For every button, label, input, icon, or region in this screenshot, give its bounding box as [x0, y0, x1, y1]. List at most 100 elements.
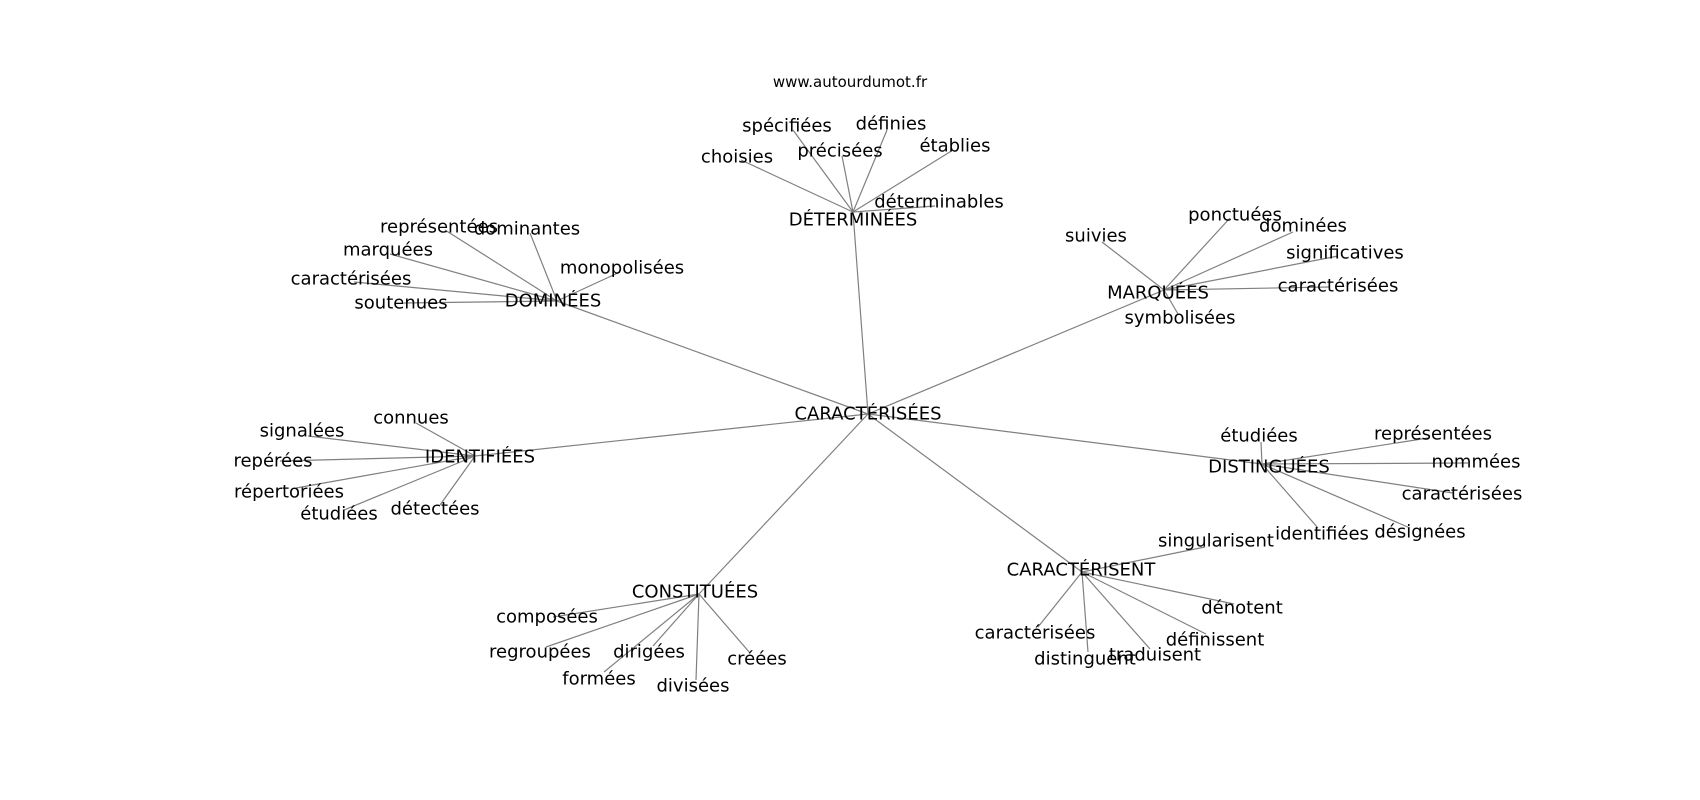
edge-center-to-identifiees — [474, 413, 869, 457]
hub-node-label-constituees: CONSTITUÉES — [632, 581, 758, 603]
edge-determinees-leaf — [852, 129, 888, 213]
edge-constituees-leaf — [603, 593, 700, 673]
edge-identifiees-leaf — [279, 455, 476, 462]
hub-node-label-caracterisent: CARACTÉRISENT — [1007, 559, 1157, 581]
edge-determinees-leaf — [792, 129, 854, 213]
edge-distinguees-leaf — [1260, 441, 1263, 465]
leaf-node-label: définies — [856, 114, 927, 135]
edge-marquees-leaf — [1163, 231, 1294, 291]
leaf-node-label: divisées — [657, 676, 730, 697]
leaf-node-label: précisées — [797, 141, 882, 162]
edge-identifiees-leaf — [343, 455, 476, 511]
edge-distinguees-leaf — [1261, 463, 1411, 529]
leaf-node-label: ponctuées — [1188, 205, 1282, 226]
edge-determinees-leaf — [852, 149, 954, 213]
leaf-node-label: composées — [496, 607, 598, 628]
leaf-node-label: marquées — [343, 240, 433, 261]
edge-center-to-constituees — [698, 413, 869, 595]
edge-determinees-leaf — [740, 159, 854, 213]
edge-identifiees-leaf — [439, 455, 476, 506]
edge-dominees-leaf — [403, 300, 558, 304]
graph-labels: www.autourdumot.fr CARACTÉRISÉES spécifié… — [233, 73, 1522, 697]
edge-distinguees-leaf — [1261, 463, 1319, 529]
leaf-node-label: formées — [562, 669, 636, 690]
leaf-node-label: caractérisées — [291, 269, 412, 290]
edge-center-to-caracterisent — [867, 413, 1083, 573]
edge-dominees-leaf — [529, 232, 558, 302]
edge-caracterisent-leaf — [1037, 571, 1083, 628]
edge-marquees-leaf — [1163, 286, 1331, 291]
edge-determinees-leaf — [841, 155, 854, 213]
edge-caracterisent-leaf — [1081, 571, 1089, 653]
leaf-node-label: regroupées — [489, 642, 591, 663]
leaf-node-label: étudiées — [1220, 426, 1298, 447]
leaf-node-label: suivies — [1065, 226, 1127, 247]
edge-caracterisent-leaf — [1081, 546, 1206, 573]
leaf-node-label: définissent — [1166, 630, 1265, 651]
leaf-node-label: dominées — [1259, 216, 1347, 237]
edge-distinguees-leaf — [1261, 437, 1429, 465]
edge-marquees-leaf — [1163, 217, 1231, 291]
leaf-node-label: repérées — [233, 451, 312, 472]
edge-identifiees-leaf — [415, 422, 476, 457]
edge-distinguees-leaf — [1261, 462, 1469, 465]
edge-identifiees-leaf — [295, 455, 476, 489]
edge-distinguees-leaf — [1261, 463, 1454, 494]
edge-dominees-leaf — [389, 253, 558, 302]
edge-center-to-distinguees — [867, 413, 1263, 465]
leaf-node-label: dominantes — [474, 219, 580, 240]
leaf-node-label: dirigées — [613, 642, 685, 663]
leaf-node-label: monopolisées — [560, 258, 684, 279]
edge-marquees-leaf — [1163, 255, 1339, 291]
edge-caracterisent-leaf — [1081, 571, 1207, 635]
edge-dominees-leaf — [353, 281, 558, 302]
leaf-node-label: déterminables — [874, 192, 1004, 213]
edge-dominees-leaf — [556, 271, 621, 302]
graph-edges — [279, 129, 1469, 681]
leaf-node-label: singularisent — [1158, 531, 1274, 552]
hub-node-label-marquees: MARQUÉES — [1107, 282, 1209, 304]
leaf-node-label: signalées — [260, 421, 345, 442]
edge-constituees-leaf — [652, 593, 700, 647]
leaf-node-label: caractérisées — [1402, 484, 1523, 505]
edge-constituees-leaf — [695, 593, 700, 681]
watermark-text: www.autourdumot.fr — [773, 73, 928, 91]
edge-constituees-leaf — [698, 593, 751, 654]
edge-center-to-determinees — [852, 211, 869, 415]
edge-constituees-leaf — [552, 593, 700, 618]
leaf-node-label: spécifiées — [742, 116, 832, 137]
leaf-node-label: soutenues — [354, 293, 447, 314]
leaf-node-label: nommées — [1431, 452, 1520, 473]
leaf-node-label: caractérisées — [975, 623, 1096, 644]
leaf-node-label: symbolisées — [1125, 308, 1236, 329]
hub-node-label-dominees: DOMINÉES — [505, 290, 602, 312]
edge-center-to-dominees — [556, 300, 869, 415]
leaf-node-label: répertoriées — [234, 482, 344, 503]
hub-node-label-identifiees: IDENTIFIÉES — [425, 446, 535, 468]
edge-constituees-leaf — [545, 593, 700, 648]
edge-caracterisent-leaf — [1081, 571, 1235, 605]
leaf-node-label: représentées — [380, 217, 498, 238]
leaf-node-label: identifiées — [1275, 524, 1369, 545]
center-node-label: CARACTÉRISÉES — [794, 403, 941, 425]
edge-caracterisent-leaf — [1081, 571, 1151, 650]
leaf-node-label: dénotent — [1201, 598, 1283, 619]
leaf-node-label: caractérisées — [1278, 276, 1399, 297]
edge-marquees-leaf — [1163, 289, 1179, 315]
hub-node-label-determinees: DÉTERMINÉES — [789, 209, 918, 231]
leaf-node-label: détectées — [390, 499, 479, 520]
leaf-node-label: représentées — [1374, 424, 1492, 445]
leaf-node-label: traduisent — [1109, 645, 1201, 666]
leaf-node-label: établies — [919, 136, 990, 157]
leaf-node-label: choisies — [701, 147, 773, 168]
leaf-node-label: créées — [727, 649, 787, 670]
edge-determinees-leaf — [852, 205, 936, 213]
leaf-node-label: distinguent — [1034, 649, 1136, 670]
leaf-node-label: désignées — [1374, 522, 1465, 543]
leaf-node-label: significatives — [1286, 243, 1404, 264]
leaf-node-label: étudiées — [300, 504, 378, 525]
leaf-node-label: connues — [373, 408, 449, 429]
edge-identifiees-leaf — [307, 435, 476, 457]
hub-node-label-distinguees: DISTINGUÉES — [1208, 456, 1330, 478]
